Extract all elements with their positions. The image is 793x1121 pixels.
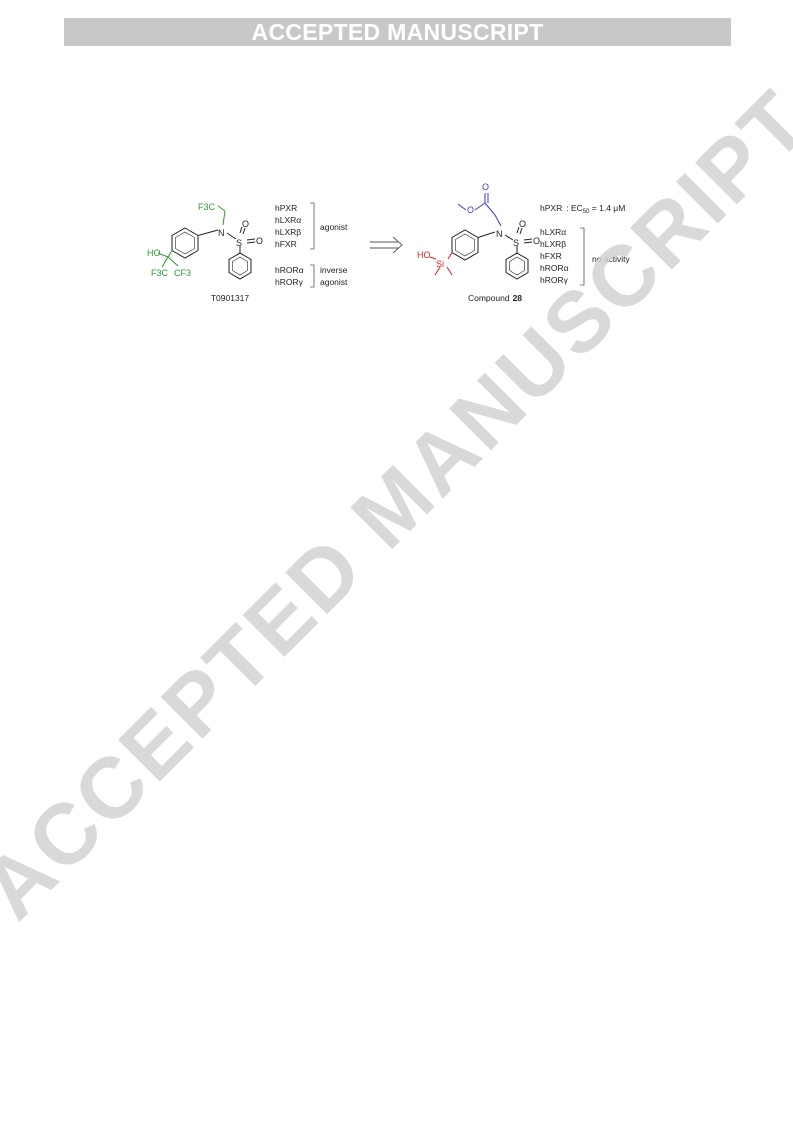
right-pxr-sep: : EC xyxy=(566,203,583,213)
left-receptor-1: hPXR xyxy=(275,203,297,213)
label-cf3-b: CF3 xyxy=(174,268,191,278)
label-ho-right: HO xyxy=(417,250,431,260)
left-inverse-agonist-label: agonist xyxy=(320,277,348,287)
label-o-right-right: O xyxy=(533,236,540,246)
bond-n-s xyxy=(226,232,237,240)
bond-s-o-right-right xyxy=(523,238,533,241)
banner-text: ACCEPTED MANUSCRIPT xyxy=(251,19,544,45)
chemical-structures-svg: F3C N S O O HO F3C CF3 hPXR hLXRα hLXRβ … xyxy=(147,182,631,303)
right-receptor-list: hPXR : EC50 = 1.4 μM hLXRα hLXRβ hFXR hRO… xyxy=(540,203,631,285)
label-n-left: N xyxy=(218,228,225,238)
bond-ring-cq xyxy=(167,250,173,258)
left-receptor-list: hPXR hLXRα hLXRβ hFXR agonist hRORα hROR… xyxy=(275,203,348,287)
left-aryl-ring-inner xyxy=(175,231,195,255)
bond-n-ch2 xyxy=(222,210,226,226)
left-phenyl-ring-inner xyxy=(232,256,248,276)
label-ho-left: HO xyxy=(147,248,161,258)
bond-s-o-top-2 xyxy=(242,227,246,235)
right-phenyl-ring-inner xyxy=(509,256,525,276)
right-phenyl-ring xyxy=(505,252,529,280)
label-o-top-left: O xyxy=(242,219,249,229)
right-receptor-4: hRORα xyxy=(540,263,569,273)
left-inverse-label: inverse xyxy=(320,265,348,275)
bond-ch2-co xyxy=(484,202,496,216)
bond-si-me2 xyxy=(446,266,453,276)
label-s-right: S xyxy=(513,238,519,248)
label-si: Si xyxy=(436,259,444,269)
bond-s-o-top xyxy=(239,226,243,234)
right-pxr-receptor: hPXR xyxy=(540,203,562,213)
label-cf3-a: F3C xyxy=(151,268,169,278)
label-f3c-top: F3C xyxy=(198,202,216,212)
bond-s-o-top-right-2 xyxy=(519,227,523,235)
right-pxr-line: hPXR : EC50 = 1.4 μM xyxy=(540,203,625,215)
right-receptor-2: hLXRβ xyxy=(540,239,566,249)
bond-n-ch2-right xyxy=(494,214,502,227)
bond-o-methyl xyxy=(457,203,467,211)
label-o-ester: O xyxy=(467,205,474,215)
bond-si-me1 xyxy=(434,266,441,276)
bond-ring-n xyxy=(197,229,219,236)
left-phenyl-ring xyxy=(228,252,252,280)
no-activity-label: no activity xyxy=(592,254,631,264)
bond-cq-cf3a xyxy=(161,256,169,268)
left-receptor-5: hRORα xyxy=(275,265,304,275)
accepted-manuscript-banner: ACCEPTED MANUSCRIPT xyxy=(64,18,731,46)
label-o-right-left: O xyxy=(256,236,263,246)
graphical-abstract-figure: F3C N S O O HO F3C CF3 hPXR hLXRα hLXRβ … xyxy=(130,175,670,315)
retro-arrow xyxy=(370,236,403,254)
right-receptor-1: hLXRα xyxy=(540,227,566,237)
bond-s-o-right-right-2 xyxy=(523,241,533,244)
t0901317-structure xyxy=(157,205,256,280)
t0901317-name: T0901317 xyxy=(211,293,250,303)
bond-s-o-right-2 xyxy=(246,241,256,244)
left-bracket-2 xyxy=(310,264,315,288)
left-brackets xyxy=(310,202,315,288)
bond-s-o-top-right xyxy=(516,226,520,234)
left-receptor-6: hRORγ xyxy=(275,277,304,287)
left-agonist-label: agonist xyxy=(320,222,348,232)
bond-n-s-right xyxy=(504,234,514,241)
bond-cq-cf3b xyxy=(167,256,179,267)
bond-ring-si xyxy=(447,252,453,260)
left-receptor-2: hLXRα xyxy=(275,215,301,225)
label-o-top-right: O xyxy=(519,219,526,229)
right-bracket xyxy=(580,227,585,286)
right-receptor-3: hFXR xyxy=(540,251,562,261)
bond-ch2-cf3 xyxy=(217,205,226,212)
right-pxr-sub: 50 xyxy=(583,209,590,215)
arrow-head xyxy=(392,236,403,254)
right-aryl-ring xyxy=(451,229,479,261)
label-n-right: N xyxy=(496,229,503,239)
right-aryl-ring-inner xyxy=(455,233,475,257)
left-aryl-ring xyxy=(171,227,199,259)
label-o-carbonyl: O xyxy=(482,182,489,192)
left-bracket-1 xyxy=(310,202,315,250)
left-receptor-3: hLXRβ xyxy=(275,227,301,237)
label-s-left: S xyxy=(236,238,242,248)
bond-s-o-right xyxy=(246,238,256,241)
left-receptor-4: hFXR xyxy=(275,239,297,249)
bond-c-o-ester xyxy=(474,202,486,211)
bond-cq-oh xyxy=(157,252,169,258)
compound-28-structure xyxy=(429,193,533,280)
right-receptor-5: hRORγ xyxy=(540,275,569,285)
bond-ring-n-right xyxy=(477,231,496,238)
t0901317-atom-labels: F3C N S O O HO F3C CF3 xyxy=(147,202,263,278)
right-pxr-value: = 1.4 μM xyxy=(589,203,625,213)
bond-si-oh xyxy=(429,256,437,260)
compound-28-atom-labels: O O N S O O HO Si xyxy=(417,182,540,269)
compound-name-number: 28 xyxy=(513,293,523,303)
compound-name-prefix: Compound xyxy=(468,293,510,303)
